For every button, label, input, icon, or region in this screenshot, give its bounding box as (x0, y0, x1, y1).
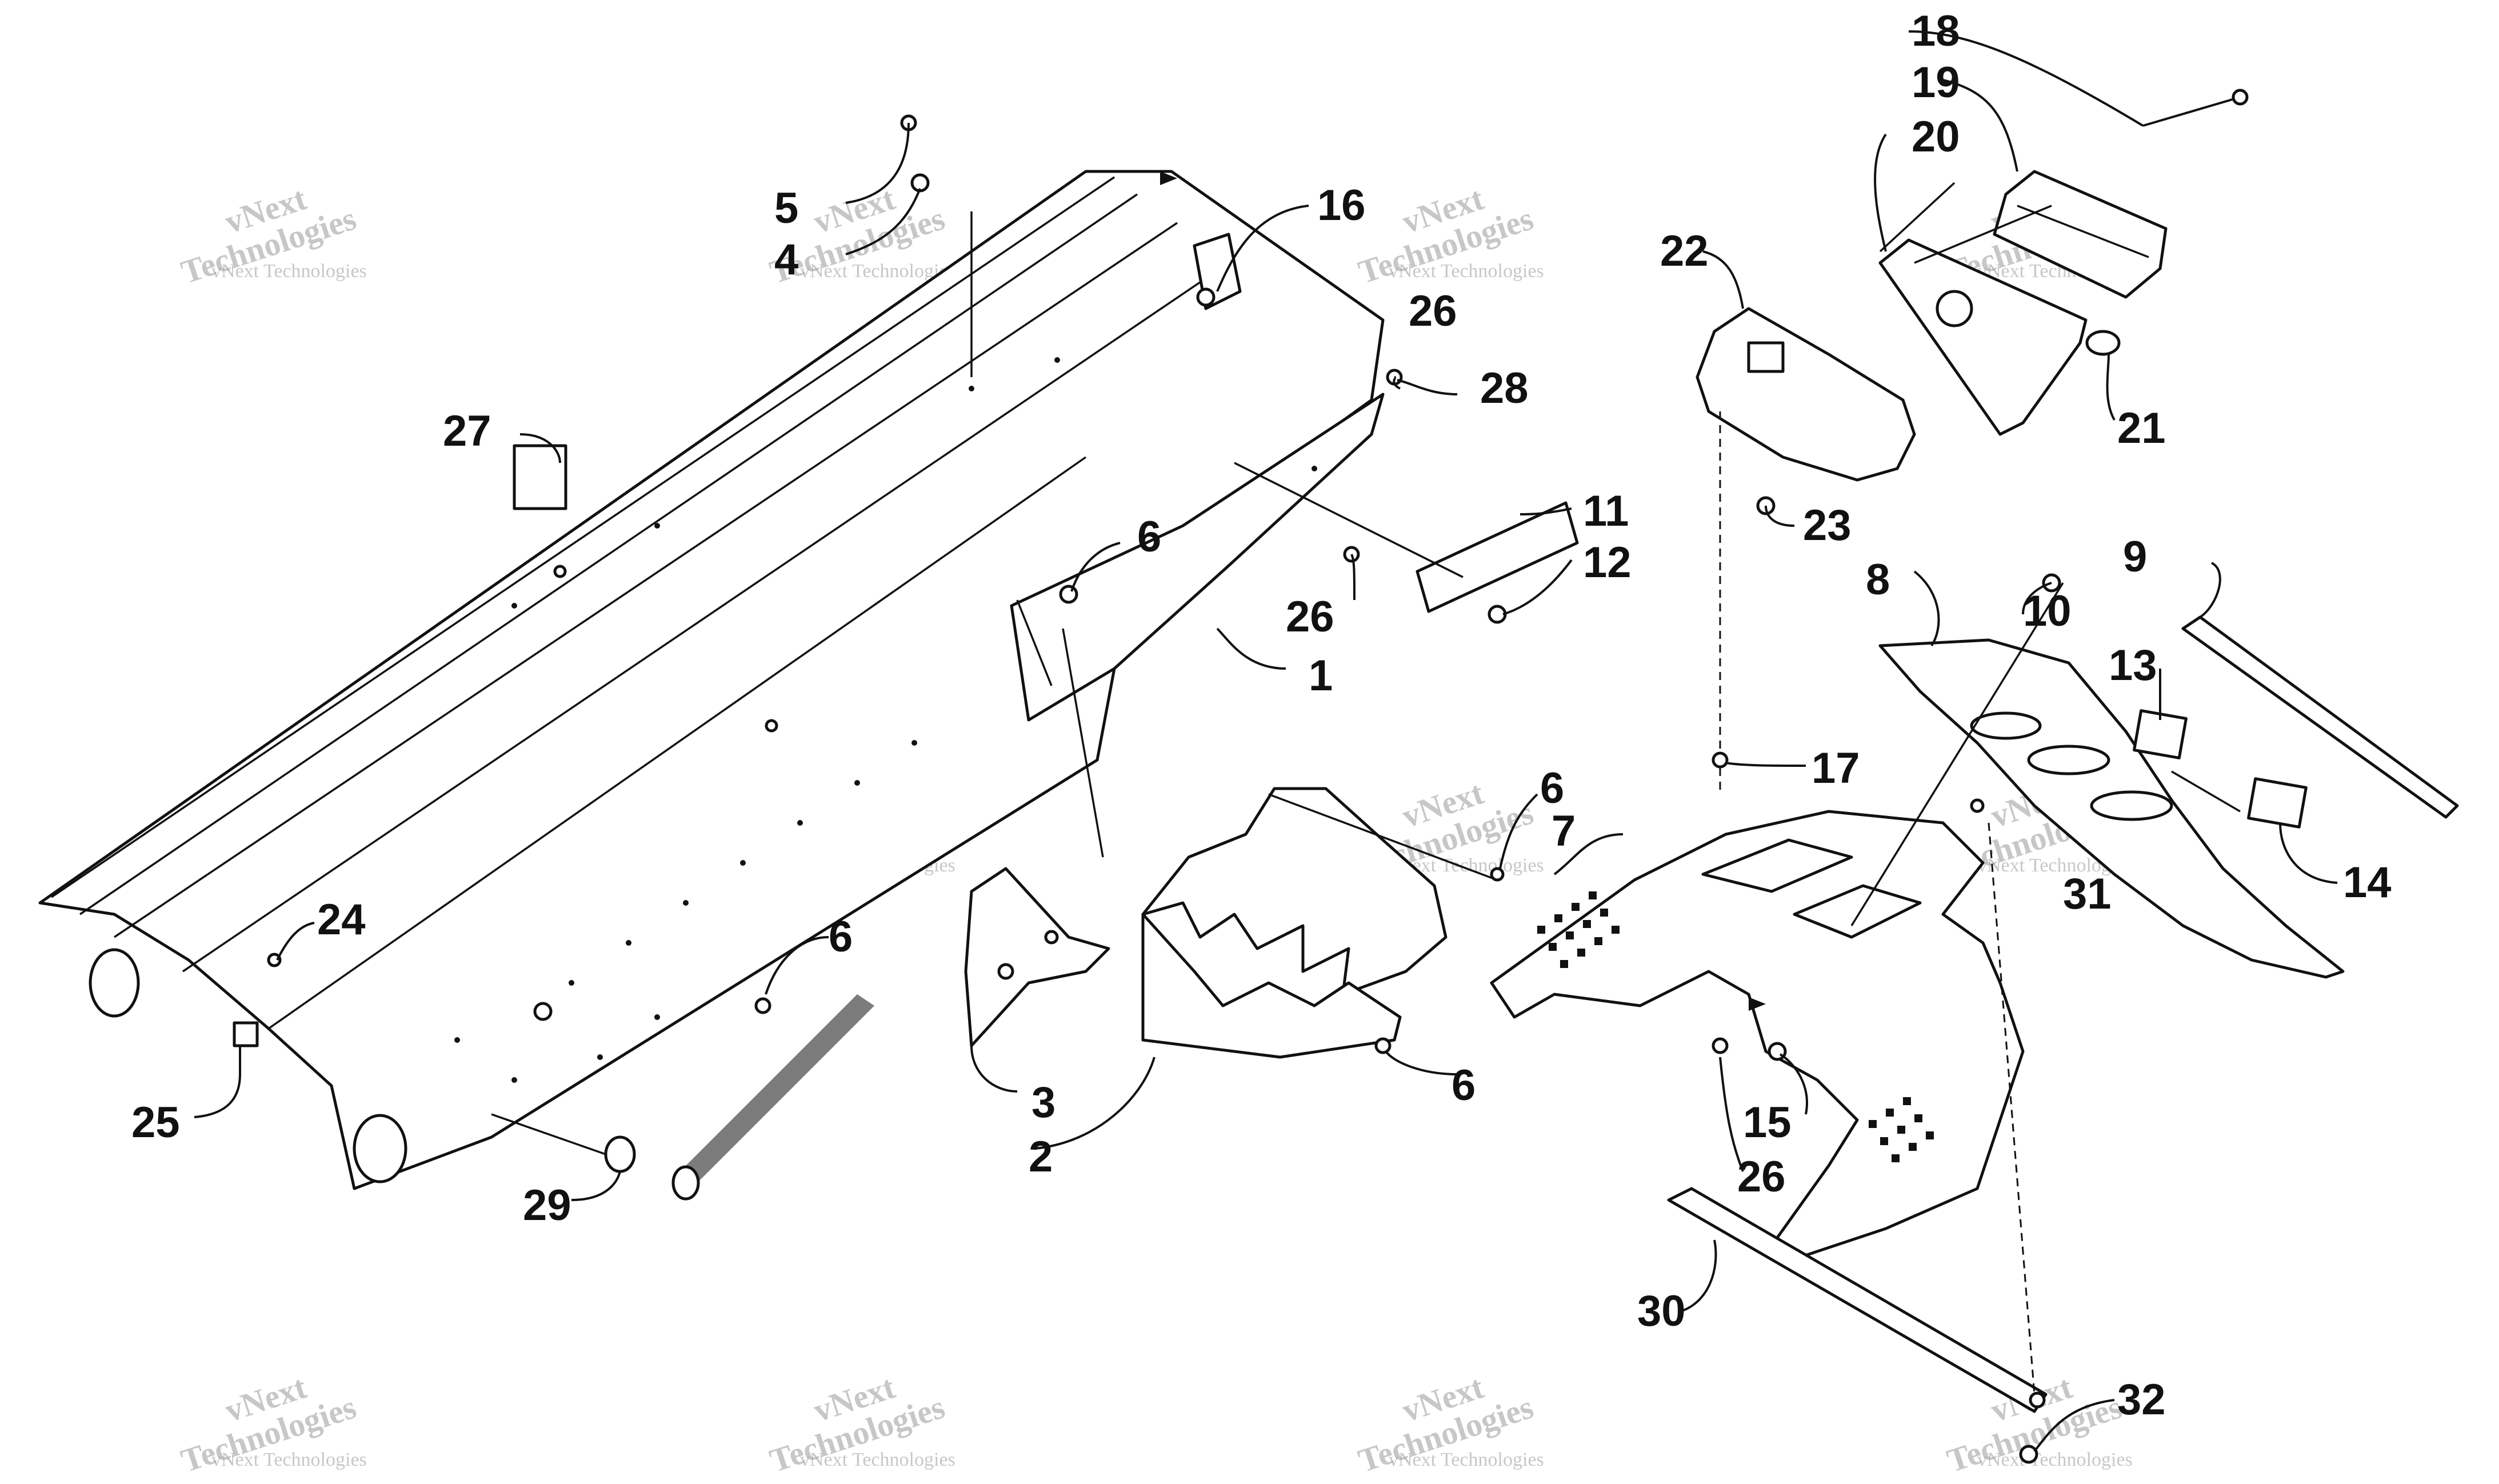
rear-flap-part (1878, 638, 2345, 979)
rear-bumper-part (1490, 810, 2025, 1259)
watermark-text: vNext Technologies (211, 1449, 367, 1470)
decal-27-part (513, 444, 567, 510)
direction-arrow-icon (1749, 997, 1766, 1011)
bulb-part (2085, 330, 2121, 356)
callout-23: 23 (1803, 501, 1852, 550)
latch-part (233, 1021, 259, 1074)
callout-20: 20 (1912, 113, 1960, 161)
callout-28: 28 (1480, 364, 1529, 413)
callout-17: 17 (1812, 744, 1860, 793)
callout-11: 11 (1583, 487, 1629, 535)
taillight-housing-part (1696, 307, 1916, 482)
assembly-lines (491, 182, 2241, 1395)
rivet-holes (454, 357, 1317, 1083)
lens-plate-part (1878, 238, 2088, 436)
callout-32: 32 (2117, 1375, 2166, 1424)
bracket-plate-part (964, 867, 1110, 1047)
callout-25: 25 (131, 1098, 180, 1147)
heat-exchanger-texture (671, 994, 874, 1201)
callout-7: 7 (1552, 807, 1576, 855)
bezel-part (1993, 170, 2168, 299)
callout-4: 4 (774, 235, 798, 284)
callout-26b: 26 (1286, 593, 1334, 641)
callout-18: 18 (1912, 7, 1960, 55)
callout-22: 22 (1660, 227, 1709, 275)
callout-13: 13 (2109, 641, 2157, 690)
callout-30: 30 (1637, 1287, 1686, 1335)
callout-2: 2 (1029, 1133, 1053, 1181)
callout-3: 3 (1031, 1078, 1055, 1127)
callout-12: 12 (1583, 538, 1632, 587)
reflector-part (1416, 501, 1579, 613)
watermark-text: vNext Technologies (800, 1449, 955, 1470)
callout-6a: 6 (1137, 513, 1161, 561)
step-grid-left (1537, 891, 1620, 968)
bar-part (1667, 1187, 2048, 1413)
callout-27: 27 (443, 407, 491, 455)
callout-8: 8 (1866, 555, 1890, 604)
callout-14: 14 (2343, 858, 2392, 907)
callout-26c: 26 (1737, 1153, 1786, 1201)
callout-5: 5 (774, 184, 798, 233)
tunnel-hole (89, 948, 140, 1018)
callout-29: 29 (523, 1181, 571, 1230)
callout-1: 1 (1309, 651, 1333, 700)
direction-arrow-icon (1160, 171, 1177, 185)
callout-16: 16 (1317, 181, 1366, 230)
callout-26a: 26 (1409, 287, 1457, 335)
callouts: 1 2 3 4 5 6 6 6 6 7 8 9 10 11 12 13 14 1… (131, 7, 2392, 1424)
watermark-text: vNext Technologies (1977, 1449, 2133, 1470)
callout-6b: 6 (829, 913, 853, 961)
step-grid-right (1869, 1097, 1934, 1162)
watermark-text: vNext Technologies (211, 261, 367, 282)
tunnel-part (38, 170, 1385, 1190)
watermark-text: vNext Technologies (1389, 261, 1544, 282)
watermark-text: vNext Technologies (1389, 1449, 1544, 1470)
tunnel-hole (353, 1114, 407, 1183)
watermark-text: vNext Technologies (800, 261, 955, 282)
callout-10: 10 (2023, 587, 2072, 635)
plug-part (604, 1135, 636, 1173)
callout-6c: 6 (1540, 764, 1564, 813)
callout-21: 21 (2117, 404, 2166, 453)
strip-part (2181, 615, 2459, 819)
guard-part (1141, 787, 1448, 1059)
callout-15: 15 (1743, 1098, 1792, 1147)
leader-lines (194, 30, 2338, 1453)
callout-31: 31 (2063, 870, 2112, 918)
screw-18-part (2142, 89, 2249, 127)
callout-19: 19 (1912, 58, 1960, 107)
decal-13-part (2133, 709, 2188, 759)
decal-14-part (2247, 777, 2308, 829)
callout-24: 24 (317, 895, 366, 944)
callout-6d: 6 (1452, 1061, 1476, 1110)
callout-9: 9 (2123, 533, 2147, 581)
